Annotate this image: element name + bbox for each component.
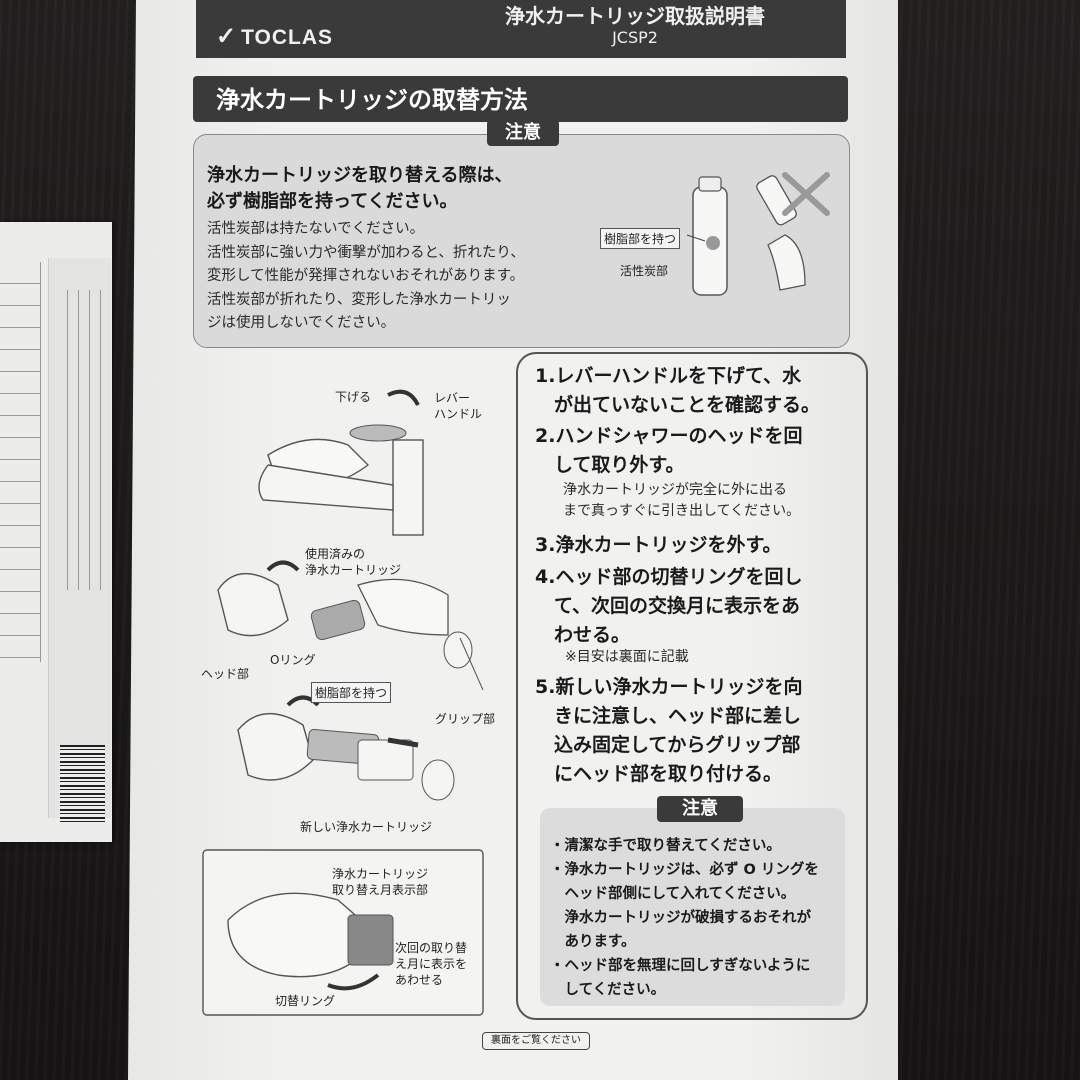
- label-lower: 下げる: [335, 390, 372, 404]
- label-next-month: 次回の取り替え月に表示をあわせる: [395, 941, 468, 987]
- note-tag: 注意: [657, 796, 743, 822]
- step-1: 1.レバーハンドルを下げて、水 が出ていないことを確認する。: [535, 365, 821, 416]
- box-spec-table: [0, 262, 41, 662]
- label-used-cartridge: 使用済みの浄水カートリッジ: [305, 547, 402, 577]
- note-item: ・ヘッド部を無理に回しすぎないように: [550, 958, 811, 974]
- box-barcode: [60, 745, 105, 823]
- note-item: あります。: [550, 934, 636, 950]
- header-bar: [196, 0, 846, 58]
- replacement-diagram: [202, 389, 484, 1016]
- note-item: ヘッド部側にして入れてください。: [550, 886, 796, 902]
- brand-logo: ✓TOCLAS: [216, 23, 334, 50]
- section-title: 浄水カートリッジの取替方法: [216, 86, 528, 114]
- section-bar: [193, 76, 848, 122]
- rotate-arrow-icon: [266, 560, 300, 572]
- label-indicator: 浄水カートリッジ取り替え月表示部: [332, 867, 429, 897]
- label-grip-resin: 樹脂部を持つ: [600, 228, 681, 249]
- caution-tag: 注意: [487, 120, 559, 146]
- step-3: 3.浄水カートリッジを外す。: [535, 534, 782, 556]
- label-activated-carbon: 活性炭部: [620, 264, 669, 278]
- note-box: [540, 808, 845, 1006]
- note-item: ・浄水カートリッジは、必ず O リングを: [550, 862, 819, 878]
- step-4-note: ※目安は裏面に記載: [565, 649, 689, 665]
- switch-arrow-icon: [327, 973, 380, 991]
- step-2: 2.ハンドシャワーのヘッドを回 して取り外す。: [535, 425, 803, 476]
- label-switch-ring: 切替リング: [275, 994, 336, 1008]
- caution-box: [193, 134, 850, 348]
- label-o-ring: Oリング: [270, 653, 316, 667]
- label-new-cartridge: 新しい浄水カートリッジ: [300, 820, 433, 834]
- steps-box: [516, 352, 868, 1020]
- label-lever-handle: レバーハンドル: [434, 391, 483, 421]
- step-4: 4.ヘッド部の切替リングを回し て、次回の交換月に表示をあ わせる。: [535, 566, 803, 646]
- step-5: 5.新しい浄水カートリッジを向 きに注意し、ヘッド部に差し 込み固定してからグリ…: [535, 676, 803, 785]
- check-icon: ✓: [216, 23, 238, 50]
- label-head: ヘッド部: [201, 667, 250, 681]
- note-item: ・清潔な手で取り替えてください。: [550, 838, 781, 854]
- manual-title: 浄水カートリッジ取扱説明書: [505, 4, 765, 28]
- label-grip: グリップ部: [435, 712, 496, 726]
- note-item: 浄水カートリッジが破損するおそれが: [550, 910, 811, 926]
- arrow-down-icon: [387, 389, 420, 406]
- caution-heading: 浄水カートリッジを取り替える際は、 必ず樹脂部を持ってください。: [207, 165, 513, 212]
- step-2-note: 浄水カートリッジが完全に外に出る まで真っすぐに引き出してください。: [563, 482, 801, 519]
- model-number: JCSP2: [612, 28, 658, 47]
- label-grip-resin-2: 樹脂部を持つ: [311, 682, 392, 703]
- insert-arrow-icon: [387, 737, 419, 748]
- note-item: してください。: [550, 982, 666, 998]
- see-back-label: 裏面をご覧ください: [482, 1032, 590, 1050]
- caution-body: 活性炭部は持たないでください。 活性炭部に強い力や衝撃が加わると、折れたり、 変…: [207, 221, 525, 331]
- box-printed-text: [60, 290, 106, 590]
- cartridge-handling-illustration: [686, 172, 830, 296]
